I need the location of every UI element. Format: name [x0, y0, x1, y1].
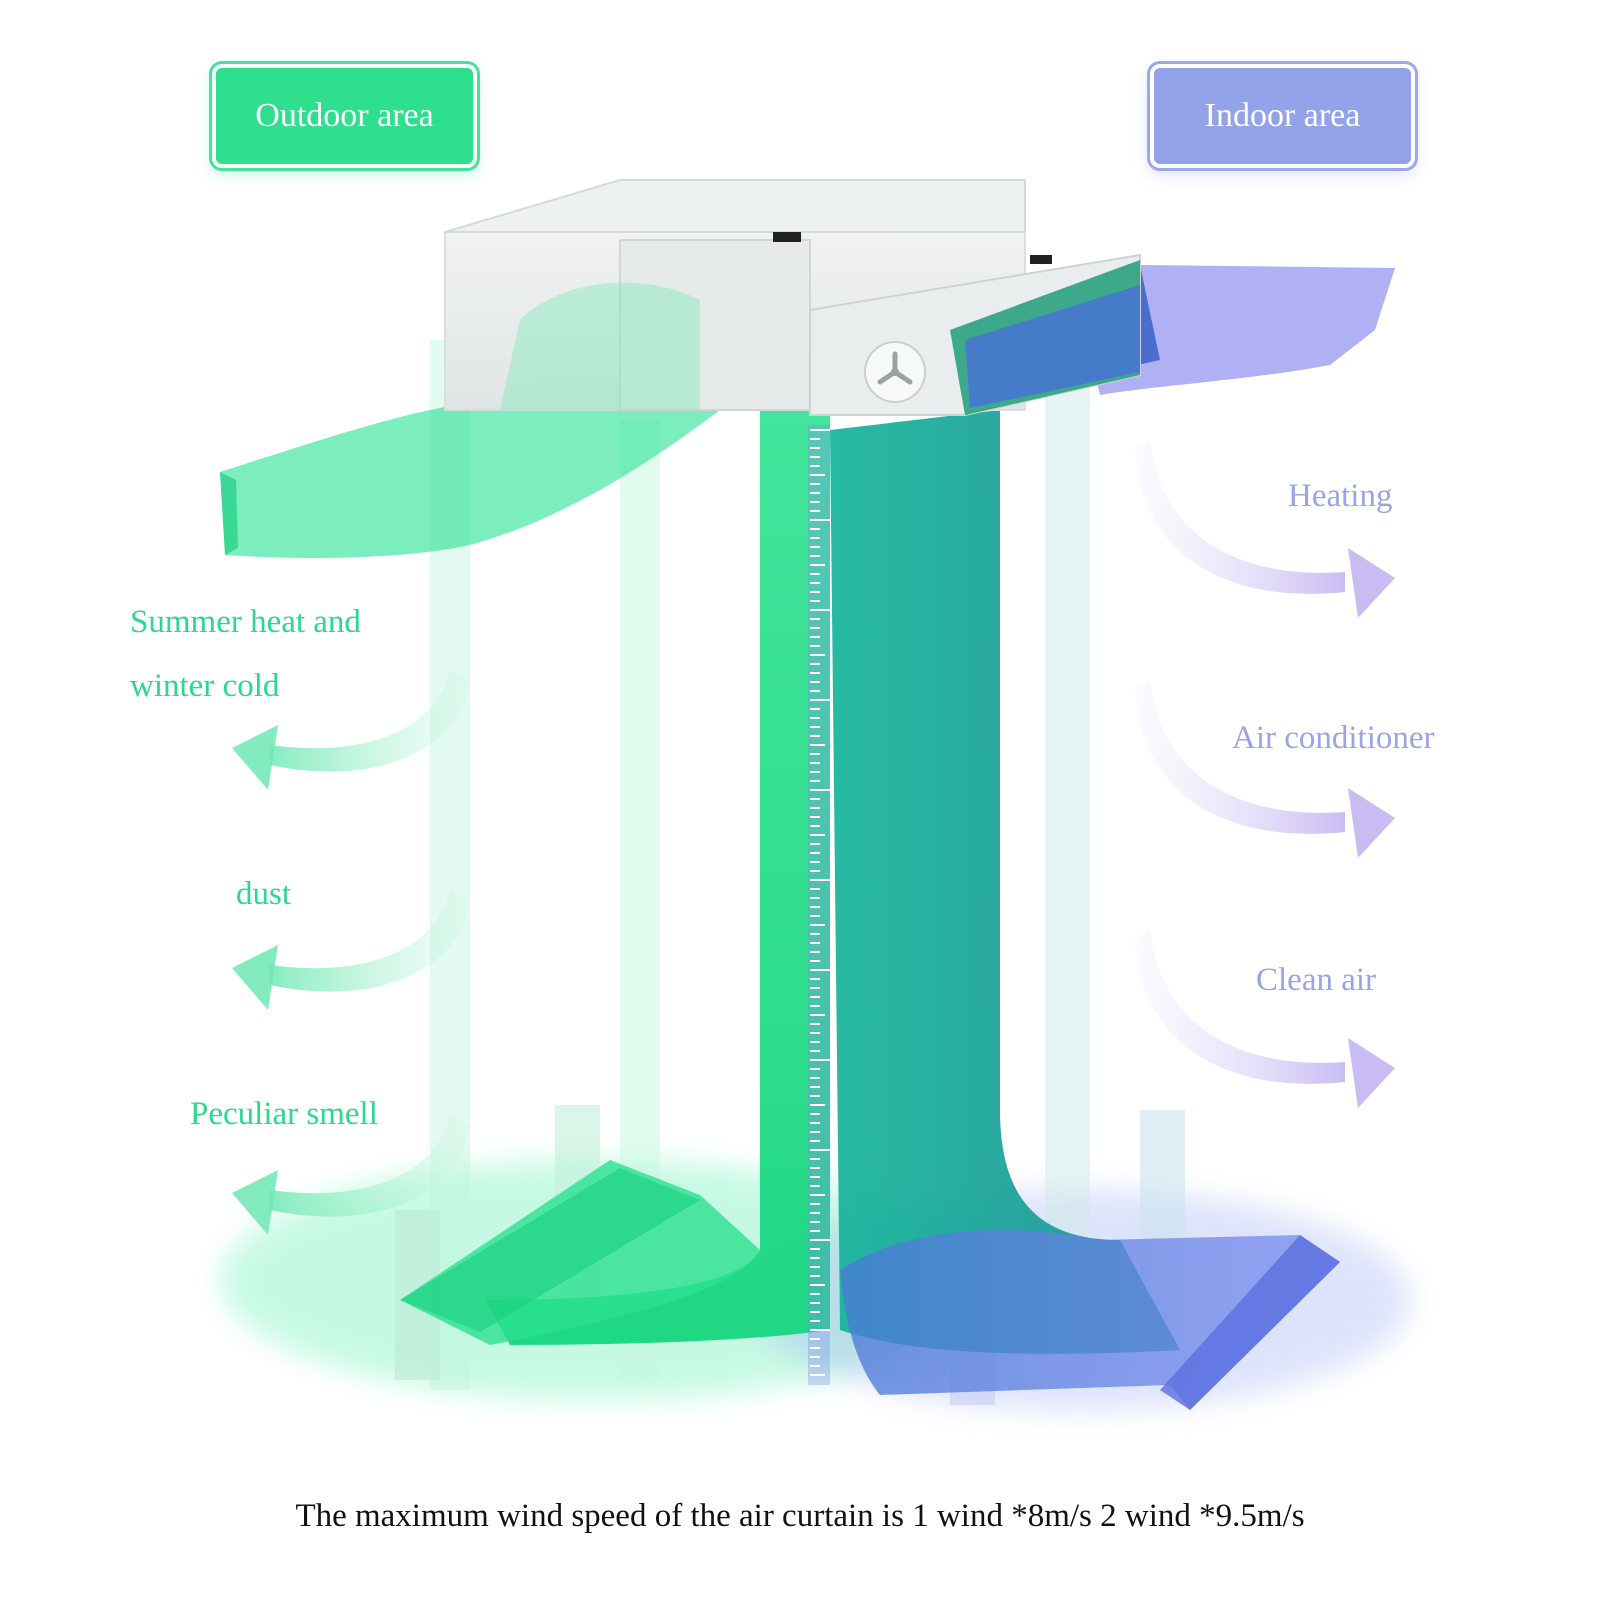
outdoor-effect-dust: dust [236, 876, 292, 912]
left-arrow-icon [232, 1115, 470, 1235]
blue-bottom-edge [1160, 1235, 1340, 1410]
indoor-effect-air-conditioner: Air conditioner [1232, 720, 1435, 756]
intake-edge [220, 472, 238, 555]
indoor-effect-heating: Heating [1288, 478, 1393, 514]
left-arrow-icon [232, 890, 470, 1010]
right-arrow-icon [1135, 440, 1395, 618]
outdoor-effect-smell: Peculiar smell [190, 1096, 378, 1132]
right-arrow-icon [1135, 930, 1395, 1108]
outdoor-effect-line: winter cold [130, 668, 280, 704]
left-arrow-icon [232, 670, 470, 790]
indicator-light [773, 232, 801, 242]
wind-speed-caption: The maximum wind speed of the air curtai… [295, 1498, 1305, 1534]
ruler-scale [808, 425, 830, 1385]
green-air-curtain [485, 410, 830, 1345]
outdoor-effect-line: Summer heat and [130, 604, 361, 640]
indoor-arrows [1135, 440, 1395, 1108]
outdoor-effect-heat-cold: Summer heat and winter cold [130, 590, 361, 718]
teal-air-curtain [830, 410, 1180, 1354]
glass-pillar [1045, 380, 1090, 1360]
indoor-area-badge: Indoor area [1147, 61, 1418, 171]
indoor-exhaust-airflow [1080, 265, 1395, 395]
right-arrow-icon [1135, 680, 1395, 858]
green-bottom-edge [400, 1168, 700, 1332]
outdoor-arrows [232, 670, 470, 1235]
indoor-effect-clean-air: Clean air [1256, 962, 1377, 998]
air-curtain-unit [444, 179, 1141, 416]
indicator-light [1030, 255, 1052, 264]
fan-icon [864, 341, 926, 403]
outdoor-area-badge: Outdoor area [209, 61, 480, 171]
